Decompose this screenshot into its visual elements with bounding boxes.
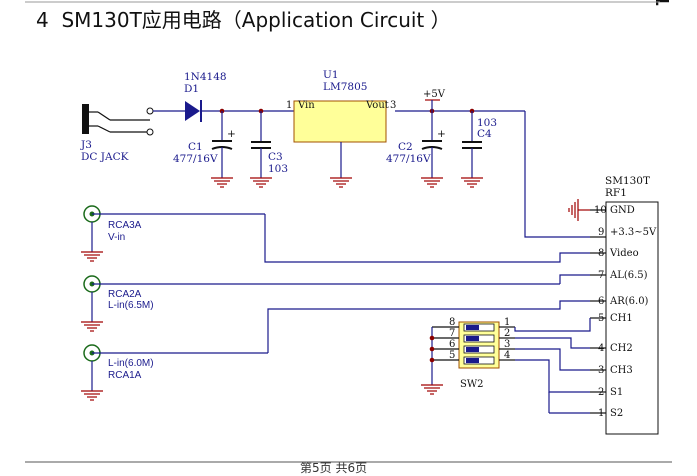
dc-jack-symbol — [82, 104, 154, 136]
sw-pin-3: 3 — [504, 339, 510, 350]
module-name: SM130T — [605, 175, 650, 187]
sw-pin-4: 4 — [504, 350, 510, 361]
pin-label-s1: S1 — [610, 387, 623, 398]
pin-label-ch3: CH3 — [610, 365, 633, 376]
module-pins — [590, 209, 606, 414]
c4-capacitor — [460, 111, 484, 188]
c1-ref: C1 — [188, 141, 203, 153]
section-number: 4 — [36, 8, 49, 32]
module-ground — [568, 199, 590, 221]
module-body — [605, 201, 659, 435]
pin-label-ar: AR(6.0) — [609, 296, 649, 307]
c4-value: 103 — [477, 117, 497, 129]
pin-num-3: 3 — [598, 365, 604, 376]
pin-label-ch2: CH2 — [610, 343, 633, 354]
regulator-part: LM7805 — [323, 81, 367, 93]
rca2a-name: L-in(6.5M) — [108, 300, 154, 311]
pin-label-video: Video — [609, 248, 639, 259]
regulator-pin3: 3 — [390, 100, 396, 111]
section-heading: 4 SM130T应用电路（Application Circuit ） — [36, 4, 451, 33]
switch-ref: SW2 — [460, 379, 484, 390]
dip-switch-sw2 — [420, 321, 515, 395]
c1-value: 477/16V — [173, 153, 218, 165]
pin-label-al: AL(6.5) — [609, 270, 648, 281]
sw-pin-8: 8 — [449, 317, 455, 328]
rca2a-ref: RCA2A — [108, 289, 142, 300]
rca3a-connector — [80, 205, 265, 262]
diode-ref: D1 — [184, 83, 199, 95]
pin-num-10: 10 — [594, 205, 607, 216]
c1-plus: + — [227, 128, 236, 140]
pin-num-2: 2 — [598, 387, 604, 398]
jack-name: DC JACK — [81, 151, 129, 163]
c2-capacitor — [420, 111, 444, 188]
pin-num-1: 1 — [598, 408, 604, 419]
pin-num-5: 5 — [598, 313, 604, 324]
c2-ref: C2 — [398, 141, 413, 153]
rca1a-name: L-in(6.0M) — [108, 358, 154, 369]
section-title: SM130T应用电路（Application Circuit ） — [61, 8, 451, 32]
regulator-pin1: 1 — [286, 100, 292, 111]
supply-label: +5V — [423, 89, 446, 100]
pin-num-9: 9 — [598, 227, 604, 238]
rca1a-ref: RCA1A — [108, 370, 142, 381]
c2-value: 477/16V — [386, 153, 431, 165]
sw-pin-1: 1 — [504, 317, 510, 328]
sw-pin-7: 7 — [449, 328, 455, 339]
diode-part: 1N4148 — [184, 71, 227, 83]
diode-symbol — [185, 100, 202, 122]
c4-ref: C4 — [477, 128, 492, 140]
regulator-u1 — [293, 100, 387, 188]
rca2a-connector — [80, 275, 560, 332]
c1-capacitor — [210, 111, 234, 188]
pin-num-6: 6 — [598, 296, 604, 307]
jack-ref: J3 — [80, 139, 92, 151]
c3-value: 103 — [268, 163, 288, 175]
c3-ref: C3 — [268, 151, 283, 163]
sw-pin-2: 2 — [504, 328, 510, 339]
c2-plus: + — [437, 128, 446, 140]
pin-num-8: 8 — [598, 248, 604, 259]
sw-pin-6: 6 — [449, 339, 455, 350]
c3-capacitor — [249, 111, 273, 188]
pin-label-power: +3.3~5V — [610, 227, 657, 238]
regulator-vin: Vin — [297, 100, 315, 111]
rca1a-connector — [80, 344, 268, 401]
pin-label-ch1: CH1 — [610, 313, 633, 324]
pin-num-7: 7 — [598, 270, 604, 281]
sw-pin-5: 5 — [449, 350, 455, 361]
pin-label-gnd: GND — [610, 205, 635, 216]
pin-label-s2: S2 — [610, 408, 623, 419]
regulator-vout: Vout — [365, 100, 389, 111]
rca3a-name: V-in — [108, 232, 125, 243]
pin-num-4: 4 — [598, 343, 604, 354]
rca3a-ref: RCA3A — [108, 220, 142, 231]
module-ref: RF1 — [605, 187, 627, 199]
regulator-ref: U1 — [323, 69, 339, 81]
